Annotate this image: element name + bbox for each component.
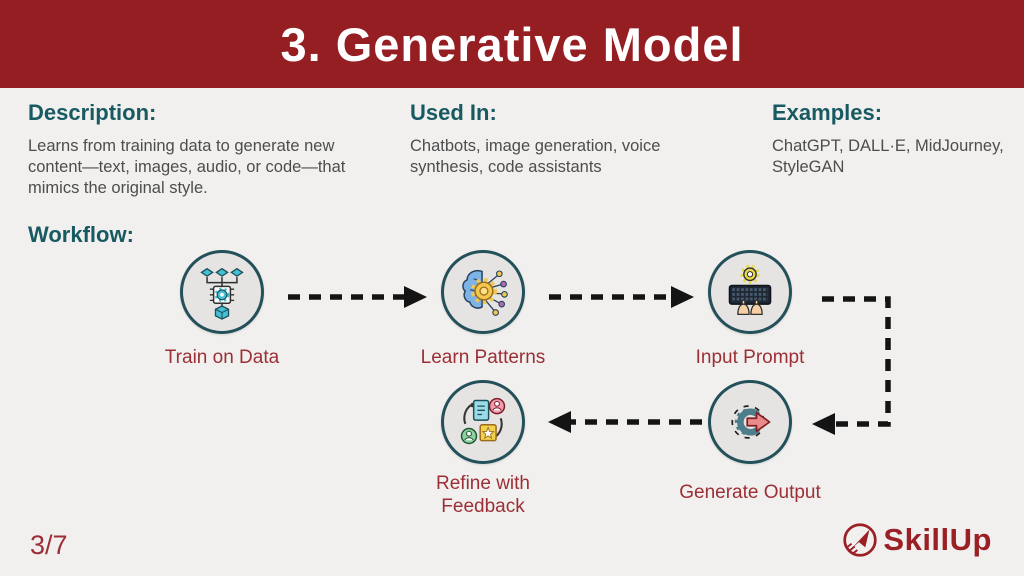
feedback-loop-icon bbox=[460, 397, 506, 445]
keyboard-typing-icon bbox=[728, 264, 772, 316]
gear-output-arrow-icon bbox=[731, 405, 771, 439]
rocket-badge-icon bbox=[843, 523, 878, 557]
examples-heading: Examples: bbox=[772, 100, 883, 125]
step-label-input-prompt: Input Prompt bbox=[695, 347, 805, 368]
brain-network-icon bbox=[462, 269, 508, 316]
step-circle-input-prompt bbox=[708, 250, 792, 334]
step-label-learn-patterns: Learn Patterns bbox=[420, 347, 546, 368]
step-circle-refine-feedback bbox=[441, 380, 525, 464]
page-number: 3/7 bbox=[30, 530, 68, 560]
used-in-section: Used In: Chatbots, image generation, voi… bbox=[410, 100, 695, 178]
training-data-icon bbox=[200, 267, 244, 320]
step-label-generate-output: Generate Output bbox=[679, 482, 821, 503]
step-label-train-on-data: Train on Data bbox=[164, 347, 280, 368]
used-in-heading: Used In: bbox=[410, 100, 497, 125]
description-heading: Description: bbox=[28, 100, 157, 125]
used-in-body: Chatbots, image generation, voice synthe… bbox=[410, 137, 661, 176]
step-label-refine-feedback: Refine with Feedback bbox=[436, 473, 530, 518]
description-section: Description: Learns from training data t… bbox=[28, 100, 373, 198]
examples-body: ChatGPT, DALL·E, MidJourney, StyleGAN bbox=[772, 137, 1004, 176]
brand-name: SkillUp bbox=[883, 522, 992, 557]
step-circle-train-on-data bbox=[180, 250, 264, 334]
slide-title: 3. Generative Model bbox=[280, 17, 744, 71]
header-banner: 3. Generative Model bbox=[0, 0, 1024, 88]
step-circle-generate-output bbox=[708, 380, 792, 464]
workflow-heading: Workflow: bbox=[28, 222, 134, 247]
examples-section: Examples: ChatGPT, DALL·E, MidJourney, S… bbox=[772, 100, 1012, 178]
step-circle-learn-patterns bbox=[441, 250, 525, 334]
description-body: Learns from training data to generate ne… bbox=[28, 137, 346, 197]
brand-logo: SkillUp bbox=[841, 521, 992, 559]
